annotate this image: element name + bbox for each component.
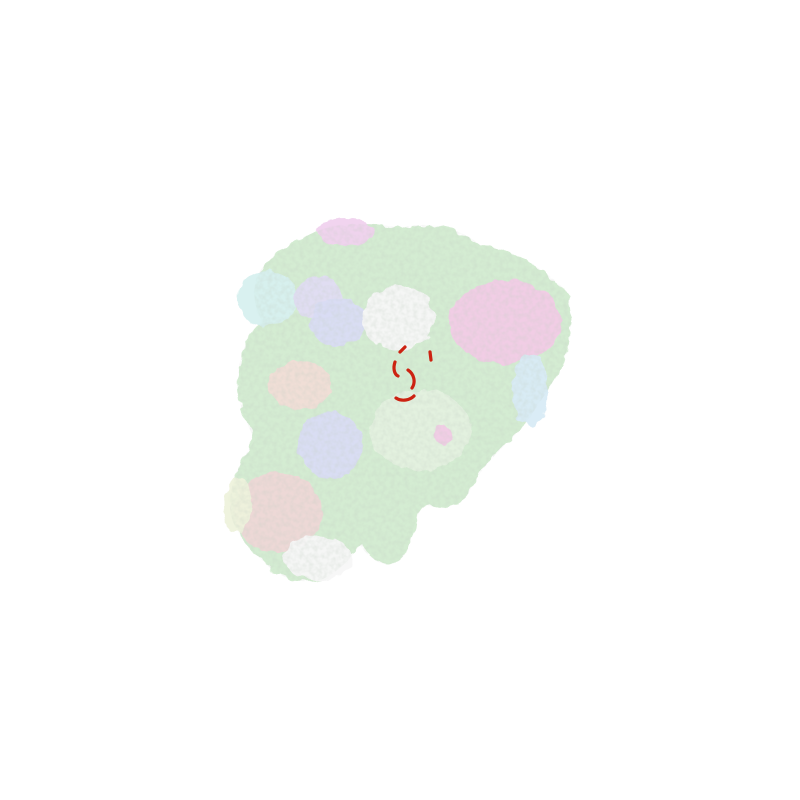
surface-texture-shape: [229, 223, 572, 582]
red-strand-4: [394, 394, 416, 402]
surface-texture: [229, 223, 572, 582]
highlighted-strand-segments: [392, 345, 433, 402]
red-strand-3: [406, 368, 416, 390]
red-strand-2: [392, 360, 400, 378]
red-strand-1: [398, 345, 407, 354]
red-strand-5: [428, 350, 433, 362]
